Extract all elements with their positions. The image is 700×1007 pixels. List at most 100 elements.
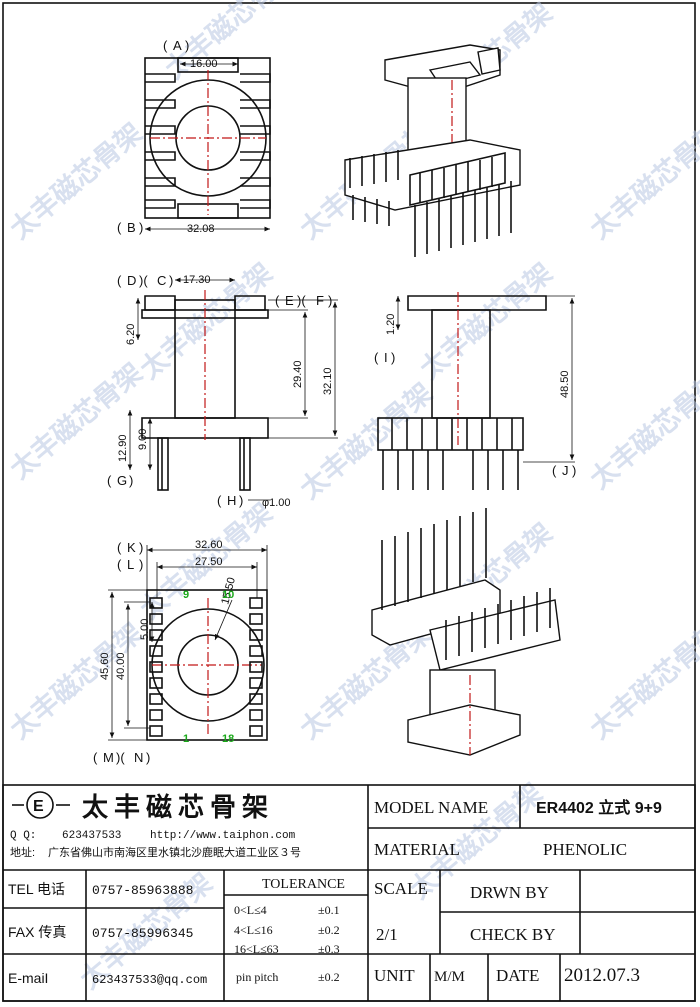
address-label: 地址: bbox=[10, 845, 35, 859]
tol-range-1: 0<L≤4 bbox=[234, 903, 267, 917]
label-d-close: )( bbox=[139, 273, 148, 288]
model-label: MODEL NAME bbox=[374, 798, 488, 817]
pin-pad-right bbox=[249, 661, 263, 673]
label-g-close: ) bbox=[129, 473, 133, 488]
email-value: 623437533@qq.com bbox=[92, 973, 207, 987]
label-e: E bbox=[285, 293, 294, 308]
scale-value: 2/1 bbox=[376, 925, 398, 944]
fax-label: FAX 传真 bbox=[8, 924, 66, 940]
label-l: L bbox=[127, 557, 134, 572]
company-name: 太丰磁芯骨架 bbox=[82, 792, 274, 822]
logo-mark: E bbox=[33, 798, 44, 815]
label-l-close: ) bbox=[139, 557, 143, 572]
qq-value: 623437533 bbox=[62, 830, 121, 842]
dim-j: 48.50 bbox=[559, 370, 571, 398]
label-a-open: ( bbox=[163, 38, 168, 53]
dim-k: 32.60 bbox=[195, 539, 223, 551]
dim-b: 32.08 bbox=[187, 223, 215, 235]
label-k: K bbox=[127, 540, 136, 555]
side-view: 1.20 ( I ) 48.50 ( J ) bbox=[374, 292, 576, 490]
unit-value: M/M bbox=[434, 969, 465, 985]
material-value: PHENOLIC bbox=[543, 840, 627, 859]
label-c-close: ) bbox=[169, 273, 173, 288]
label-a-close: ) bbox=[185, 38, 189, 53]
pin-pad-right bbox=[249, 613, 263, 625]
dim-g: 12.90 bbox=[117, 434, 129, 462]
dim-p: 5.00 bbox=[139, 619, 151, 640]
date-value: 2012.07.3 bbox=[564, 965, 640, 986]
tol-range-4: pin pitch bbox=[236, 970, 278, 984]
pin-18: 18 bbox=[222, 733, 234, 745]
label-j-close: ) bbox=[572, 463, 576, 478]
pin-pad-right bbox=[249, 709, 263, 721]
label-i: I bbox=[384, 350, 388, 365]
dim-c: 17.30 bbox=[183, 274, 211, 286]
title-block: E 太丰磁芯骨架 Q Q: 623437533 http://www.taiph… bbox=[2, 784, 696, 1002]
tel-label: TEL 电话 bbox=[8, 881, 65, 897]
scale-label: SCALE bbox=[374, 879, 428, 898]
pin-pad-right bbox=[249, 597, 263, 609]
watermark: 太丰磁芯骨架 bbox=[295, 377, 439, 505]
dim-n: 40.00 bbox=[115, 652, 127, 680]
label-b-close: ) bbox=[139, 220, 143, 235]
pin-pad-left bbox=[149, 645, 163, 657]
watermark: 太丰磁芯骨架 bbox=[415, 257, 559, 385]
watermark: 太丰磁芯骨架 bbox=[5, 357, 149, 485]
label-f-close: ) bbox=[328, 293, 332, 308]
model-value: ER4402 立式 9+9 bbox=[536, 798, 662, 817]
date-label: DATE bbox=[496, 966, 539, 985]
watermark: 太丰磁芯骨架 bbox=[585, 367, 700, 495]
front-view: 17.30 ( D )( C ) 6.20 ( E )( F ) 29.40 3… bbox=[107, 273, 338, 509]
label-h: H bbox=[227, 493, 236, 508]
watermark: 太丰磁芯骨架 bbox=[5, 617, 149, 745]
label-h-close: ) bbox=[239, 493, 243, 508]
label-n: N bbox=[134, 750, 143, 765]
isometric-view-bottom bbox=[371, 508, 561, 756]
label-a: A bbox=[173, 38, 182, 53]
label-g-open: ( bbox=[107, 473, 112, 488]
check-by-label: CHECK BY bbox=[470, 925, 555, 944]
label-k-open: ( bbox=[117, 540, 122, 555]
address: 广东省佛山市南海区里水镇北沙鹿眠大道工业区３号 bbox=[48, 845, 301, 859]
pin-pad-right bbox=[249, 677, 263, 689]
qq-label: Q Q: bbox=[10, 830, 36, 842]
tel-value: 0757-85963888 bbox=[92, 883, 193, 898]
bottom-view: 32.60 27.50 ( K ) ( L ) 15.50 5.00 45.60… bbox=[93, 539, 268, 765]
label-m-open: ( bbox=[93, 750, 98, 765]
pin-pad-right bbox=[249, 693, 263, 705]
drawn-by-label: DRWN BY bbox=[470, 883, 549, 902]
dim-l: 27.50 bbox=[195, 556, 223, 568]
pin-9: 9 bbox=[183, 589, 189, 601]
tol-val-4: ±0.2 bbox=[318, 970, 340, 984]
label-i-close: ) bbox=[391, 350, 395, 365]
dim-d: 6.20 bbox=[125, 324, 137, 345]
pin-pad-left bbox=[149, 725, 163, 737]
label-i-open: ( bbox=[374, 350, 379, 365]
pin-10: 10 bbox=[222, 589, 234, 601]
top-view: 16.00 ( A ) 32.08 ( B ) bbox=[117, 38, 271, 235]
label-j: J bbox=[562, 463, 569, 478]
email-label: E-maiI bbox=[8, 970, 48, 986]
label-b-open: ( bbox=[117, 220, 122, 235]
label-g: G bbox=[117, 473, 127, 488]
label-k-close: ) bbox=[139, 540, 143, 555]
dim-h: φ1.00 bbox=[262, 497, 291, 509]
material-label: MATERIAL bbox=[374, 840, 460, 859]
label-h-open: ( bbox=[217, 493, 222, 508]
tol-range-3: 16<L≤63 bbox=[234, 942, 279, 956]
dim-m: 45.60 bbox=[99, 652, 111, 680]
company-logo: E bbox=[12, 791, 70, 819]
watermark: 太丰磁芯骨架 bbox=[585, 117, 700, 245]
label-d-open: ( bbox=[117, 273, 122, 288]
pin-pad-right bbox=[249, 725, 263, 737]
watermark: 太丰磁芯骨架 bbox=[585, 617, 700, 745]
dim-f: 32.10 bbox=[322, 367, 334, 395]
pin-1: 1 bbox=[183, 733, 189, 745]
label-d: D bbox=[127, 273, 136, 288]
tol-val-3: ±0.3 bbox=[318, 942, 340, 956]
pin-pad-left bbox=[149, 709, 163, 721]
isometric-view-top bbox=[344, 44, 521, 257]
dim-i: 1.20 bbox=[385, 314, 397, 335]
label-f: F bbox=[316, 293, 324, 308]
